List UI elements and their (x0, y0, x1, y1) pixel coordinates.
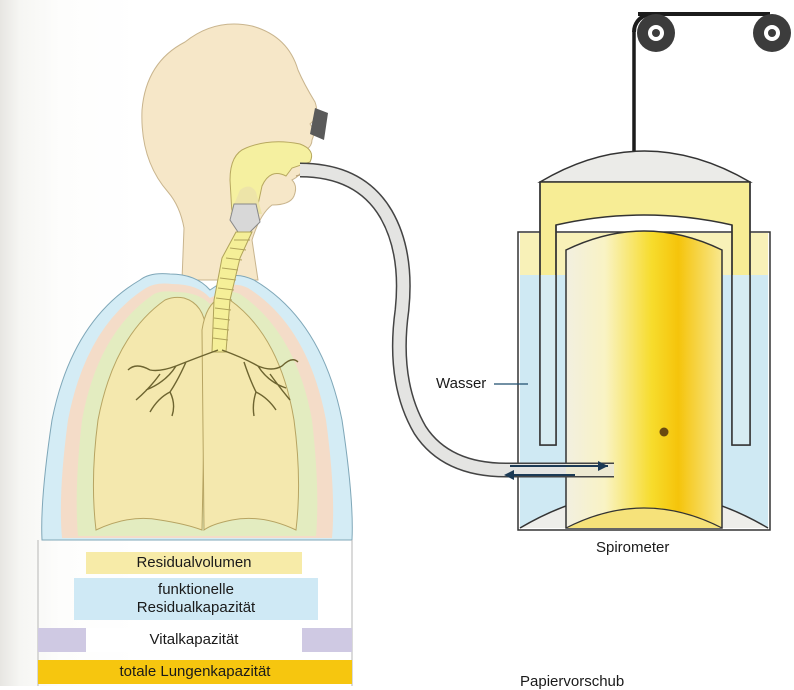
pulley-left-icon (637, 14, 675, 52)
pulley-right-icon (753, 14, 791, 52)
vital-capacity-band: Vitalkapazität (86, 628, 302, 652)
frc-label-line1: funktionelle (74, 581, 318, 599)
spirometer-inner-cylinder (566, 231, 722, 528)
vital-right-band (302, 628, 352, 652)
lungs (42, 274, 353, 540)
residual-volume-band: Residualvolumen (86, 552, 302, 574)
tlc-label: totale Lungenkapazität (38, 663, 352, 681)
vital-left-band (38, 628, 86, 652)
spirometer-label: Spirometer (596, 540, 669, 555)
frc-label-line2: Residualkapazität (74, 599, 318, 617)
papiervorschub-label: Papiervorschub (520, 674, 624, 689)
tlc-band: totale Lungenkapazität (38, 660, 352, 684)
frc-band: funktionelle Residualkapazität (74, 578, 318, 620)
vital-capacity-label: Vitalkapazität (86, 631, 302, 649)
residual-volume-label: Residualvolumen (86, 554, 302, 572)
wasser-label: Wasser (436, 376, 486, 391)
